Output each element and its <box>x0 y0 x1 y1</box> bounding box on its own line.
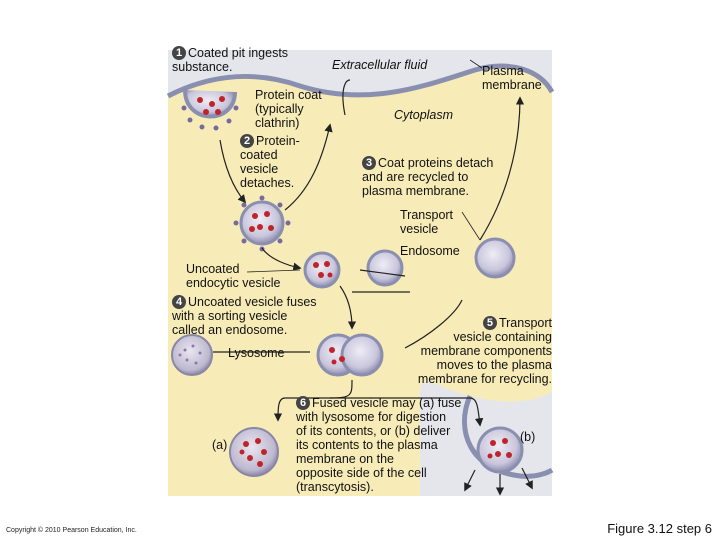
step4-text: Uncoated vesicle fuses with a sorting ve… <box>172 295 317 337</box>
step3-text: Coat proteins detach and are recycled to… <box>362 156 494 198</box>
step4-number: 4 <box>172 295 186 309</box>
protein-coat-label: Protein coat (typically clathrin) <box>255 88 322 130</box>
step5-number: 5 <box>482 316 497 330</box>
label-a: (a) <box>212 438 228 452</box>
copyright-notice: Copyright © 2010 Pearson Education, Inc. <box>6 527 137 534</box>
lysosome-fused-a <box>229 427 279 477</box>
lysosome <box>171 334 213 376</box>
plasma-membrane-label: Plasma membrane <box>482 64 542 92</box>
endosome-label: Endosome <box>400 244 460 258</box>
endosome-fused <box>316 333 384 377</box>
transcytosis-vesicle-b <box>476 426 524 474</box>
step1-text: Coated pit ingests substance. <box>172 46 289 74</box>
process-arrows <box>213 79 533 496</box>
step1-number: 1 <box>172 46 186 60</box>
uncoated-vesicle-label: Uncoated endocytic vesicle <box>186 262 281 290</box>
label-b: (b) <box>520 430 536 444</box>
step6-text: Fused vesicle may (a) fuse with lysosome… <box>296 396 462 494</box>
step2-number: 2 <box>240 134 254 148</box>
cytoplasm-label: Cytoplasm <box>394 108 454 122</box>
plasma-membrane <box>166 63 555 479</box>
transport-vesicle-top <box>366 249 404 287</box>
transport-vesicle-right <box>474 237 516 279</box>
step5-text: Transport vesicle containing membrane co… <box>417 316 552 386</box>
step6-number: 6 <box>296 396 310 410</box>
lysosome-label: Lysosome <box>228 346 285 360</box>
transport-vesicle-label: Transport vesicle <box>400 208 454 236</box>
coated-pit <box>181 89 239 131</box>
figure-reference: Figure 3.12 step 6 <box>607 521 712 536</box>
step2-text: Protein- coated vesicle detaches. <box>240 134 300 190</box>
leader-lines <box>246 59 483 273</box>
coated-vesicle <box>233 195 291 252</box>
step3-number: 3 <box>362 156 376 170</box>
extracellular-label: Extracellular fluid <box>332 58 428 72</box>
uncoated-vesicle <box>303 251 341 289</box>
